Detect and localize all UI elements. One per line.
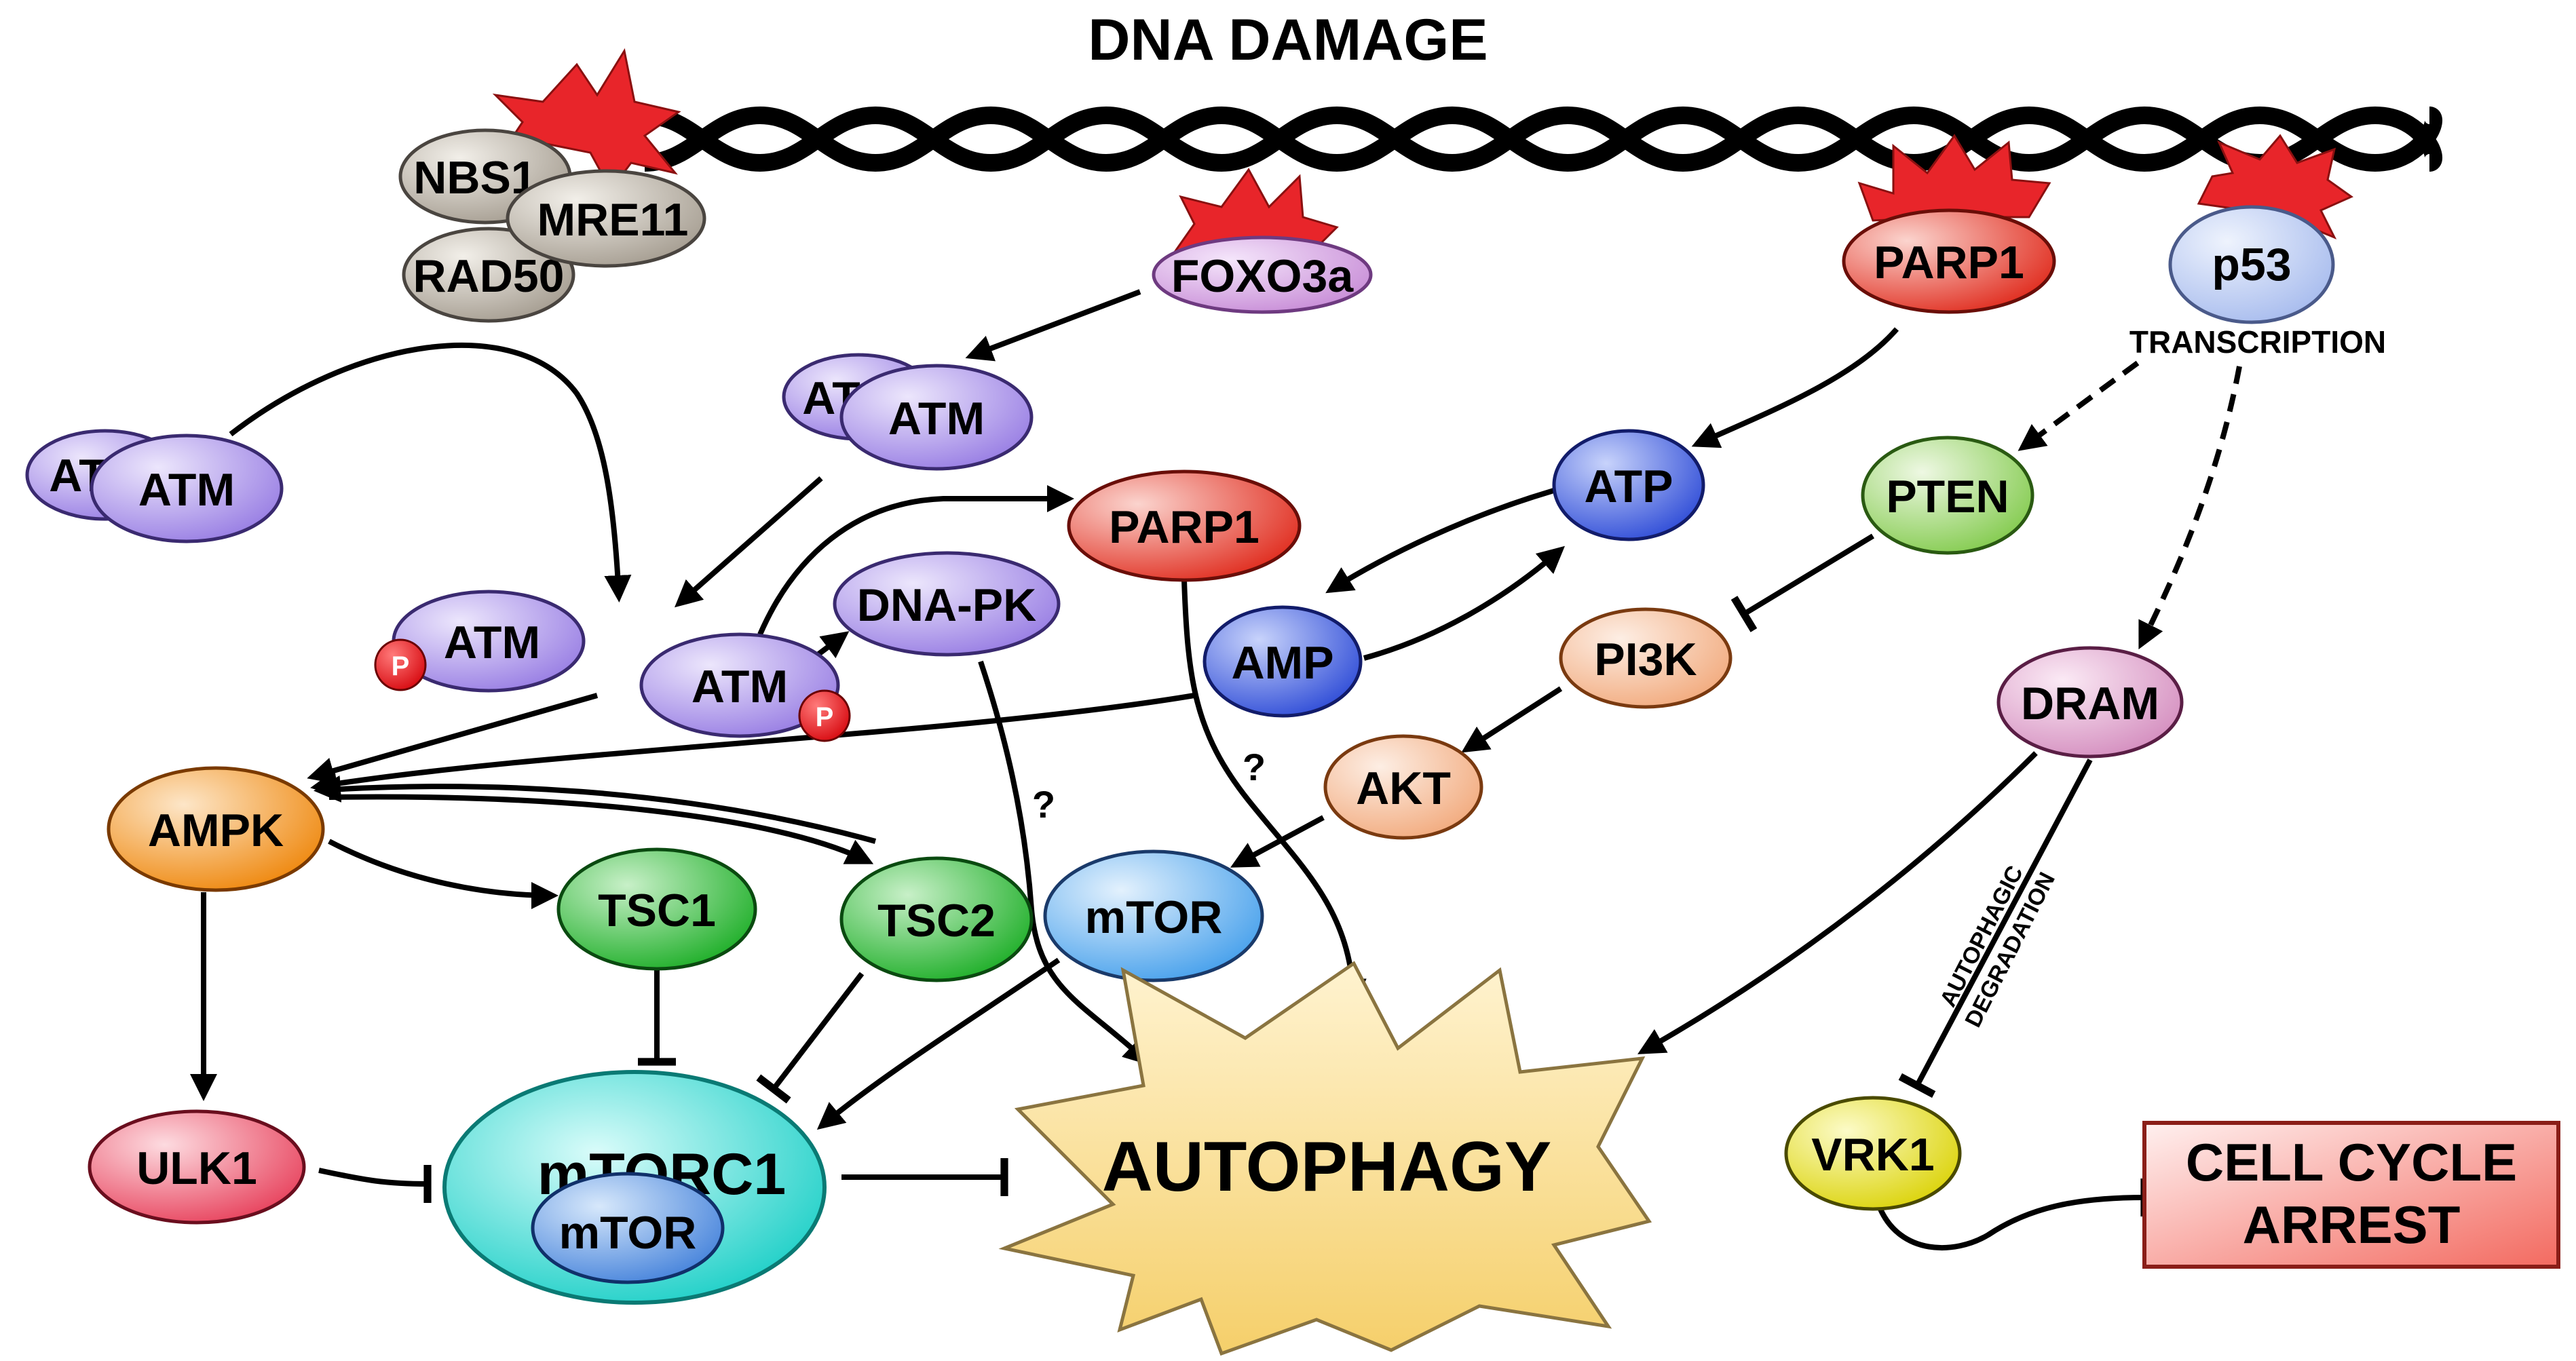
node-atm-dimer-left-front: ATM [90,434,284,543]
phospho-left-label: P [392,651,410,681]
node-p53: p53 [2168,205,2335,324]
edge-amp-to-atp [1363,545,1566,661]
edge-p53-to-dram [2138,366,2242,650]
atm-p-left-label: ATM [444,617,540,668]
vrk1-label: VRK1 [1811,1129,1934,1181]
atm-dimer-left-front-label: ATM [138,464,235,516]
node-vrk1: VRK1 [1784,1096,1962,1211]
tsc1-label: TSC1 [598,885,716,936]
edges [190,289,2242,1251]
node-parp1-top: PARP1 [1842,208,2056,314]
node-cell-cycle-arrest: CELL CYCLE ARREST [2142,1121,2560,1269]
edge-dram-to-autophagy [1637,751,2038,1054]
mtorc1-mtor-label: mTOR [559,1207,697,1259]
dna-double-helix [644,106,2442,172]
edge-vrk1-inhibits-cell-cycle-arrest [1877,1178,2148,1251]
damage-star-4-icon [2197,134,2354,239]
node-atp: ATP [1552,429,1705,541]
atm-dimer-left: AT ATM [25,429,284,543]
parp1-top-label: PARP1 [1874,237,2024,288]
node-akt: AKT [1323,734,1483,840]
edge-ampk-to-tsc2 [328,794,874,864]
akt-label: AKT [1356,763,1451,814]
node-dna-pk: DNA-PK [833,551,1061,657]
node-atm-phosphorylated-center: ATM P [639,632,851,742]
node-pten: PTEN [1861,436,2034,555]
edge-dram-inhibits-vrk1 [1898,759,2093,1098]
edge-atp-to-amp [1325,486,1562,594]
node-tsc1: TSC1 [556,847,757,971]
edge-parp1-to-autophagy [1181,579,1367,1006]
node-autophagy: AUTOPHAGY [998,961,1652,1356]
mtor-label: mTOR [1085,892,1223,943]
node-ulk1: ULK1 [88,1109,306,1225]
pten-label: PTEN [1886,471,2009,522]
node-mre11: MRE11 [506,169,706,268]
node-atm-phosphorylated-left: ATM P [374,590,586,693]
autophagy-burst [998,961,1652,1356]
tsc2-label: TSC2 [877,895,996,946]
cell-cycle-arrest-line2: ARREST [2243,1195,2461,1254]
pi3k-label: PI3K [1594,634,1697,685]
ulk1-label: ULK1 [136,1143,257,1194]
autophagy-label: AUTOPHAGY [1102,1128,1552,1206]
diagram-title: DNA DAMAGE [1088,7,1488,73]
rad50-label: RAD50 [413,250,565,302]
node-atm-dimer-mid-front: ATM [839,364,1034,471]
atm-dimer-mid: AT ATM [782,353,1034,471]
edge-mtor-to-mtorc1 [816,957,1061,1130]
question-mark-dnapk: ? [1032,783,1055,826]
dna-pk-label: DNA-PK [857,579,1036,631]
edge-ampk-to-tsc1 [328,839,558,909]
parp1-mid-label: PARP1 [1109,501,1259,553]
node-amp: AMP [1202,605,1363,718]
node-tsc2: TSC2 [839,856,1034,982]
edge-atm-to-dnapk [816,631,850,659]
node-mtorc1: mTORC1 mTOR [442,1070,827,1305]
phospho-left-icon: P [374,638,427,691]
ampk-label: AMPK [148,805,284,856]
edge-atm-dimer-to-atm-center [674,476,823,608]
edge-pten-inhibits-pi3k [1730,533,1875,632]
question-mark-parp1: ? [1243,746,1266,788]
edge-amp-to-ampk [310,693,1195,797]
edge-ulk1-inhibits-mtorc1 [318,1164,432,1204]
edge-atm-to-ampk [307,693,599,784]
edge-mrn-to-atm [229,342,632,602]
dram-label: DRAM [2021,678,2159,729]
damage-star-3-icon [1857,134,2051,222]
amp-label: AMP [1231,637,1333,689]
node-parp1-mid: PARP1 [1067,469,1302,582]
node-rad50: RAD50 [402,227,575,323]
node-dram: DRAM [1996,646,2184,759]
phospho-center-label: P [816,702,834,732]
phospho-center-icon: P [798,689,851,742]
nbs1-label: NBS1 [413,152,536,204]
node-mtor: mTOR [1043,849,1264,982]
edge-tsc2-inhibits-mtorc1 [756,972,865,1104]
edge-pi3k-to-akt [1461,686,1563,753]
edge-p53-to-pten [2018,360,2140,451]
mre11-label: MRE11 [537,194,689,246]
atm-p-center-label: ATM [692,661,788,712]
node-ampk: AMPK [107,766,325,892]
transcription-label: TRANSCRIPTION [2129,324,2386,360]
edge-atm-to-parp1 [757,485,1074,636]
edge-parp1-to-atp [1691,327,1899,448]
mrn-complex: NBS1 RAD50 MRE11 [398,128,706,323]
atp-label: ATP [1585,461,1673,512]
edge-tsc2-to-ampk [314,775,877,844]
cell-cycle-arrest-line1: CELL CYCLE [2186,1132,2517,1192]
p53-label: p53 [2212,239,2291,290]
node-foxo3a: FOXO3a [1152,235,1373,314]
edge-foxo3a-to-atm-dimer [965,289,1141,362]
node-pi3k: PI3K [1559,607,1732,709]
node-mtorc1-mtor: mTOR [531,1172,725,1284]
foxo3a-label: FOXO3a [1171,250,1354,302]
atm-dimer-mid-front-label: ATM [888,393,985,444]
